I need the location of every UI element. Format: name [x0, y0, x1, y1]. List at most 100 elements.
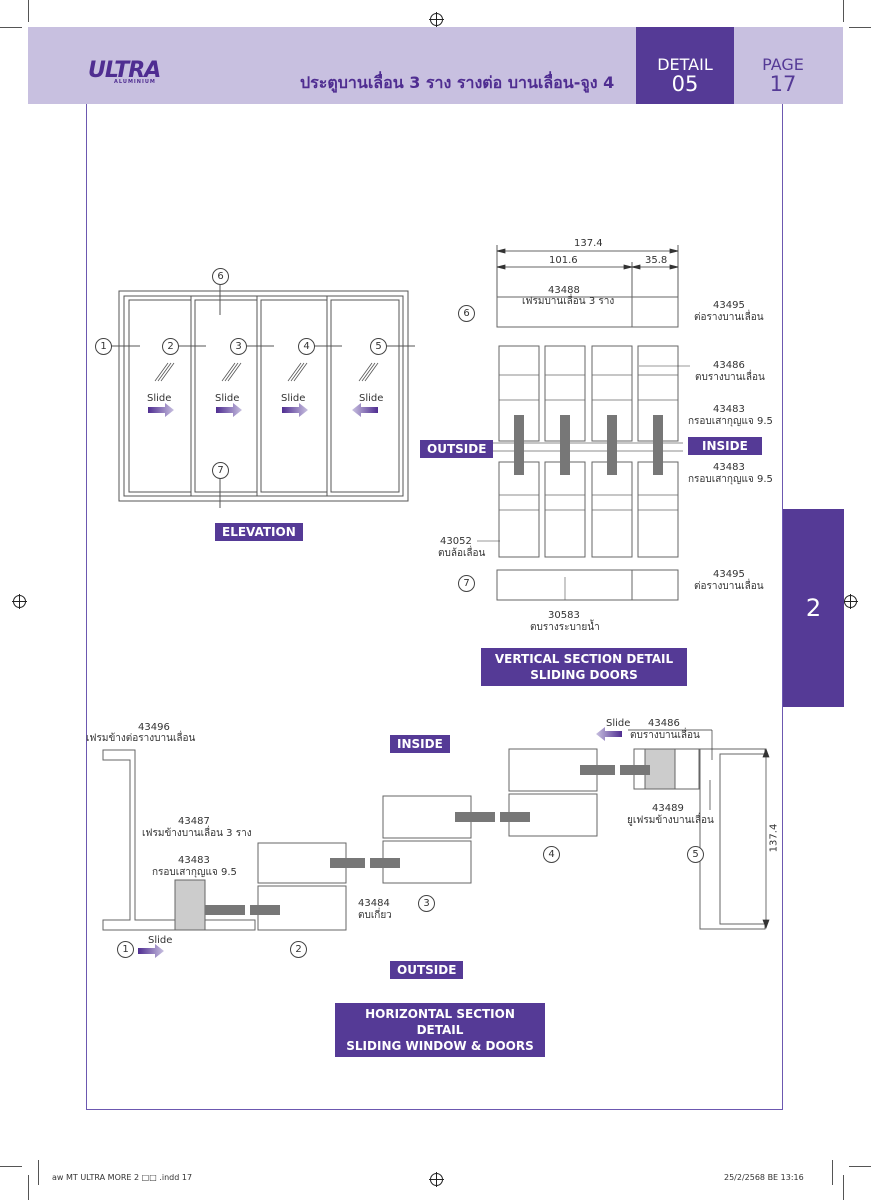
glass-pane — [607, 415, 617, 475]
part-name: ตบล้อเลื่อน — [438, 548, 486, 559]
slide-left-arrow-icon — [352, 403, 378, 417]
slide-label: Slide — [215, 393, 240, 404]
detail-label: DETAIL — [657, 55, 713, 74]
marker-3: 3 — [418, 895, 435, 912]
glass-pane — [653, 415, 663, 475]
top-frame-profile — [496, 296, 633, 328]
crop-mark — [0, 27, 22, 28]
marker-1: 1 — [117, 941, 134, 958]
part-name: กรอบเสากุญแจ 9.5 — [152, 867, 237, 878]
registration-mark-icon — [12, 594, 27, 609]
part-name: กรอบเสากุญแจ 9.5 — [688, 416, 773, 427]
crop-mark — [832, 1160, 833, 1185]
glass-pane — [620, 765, 650, 775]
glass-pane — [500, 812, 530, 822]
marker-7: 7 — [212, 462, 229, 479]
part-code: 43483 — [713, 462, 745, 473]
content-frame — [86, 104, 783, 1110]
part-code: 43487 — [178, 816, 210, 827]
crop-mark — [843, 0, 844, 22]
sash-2-bottom — [544, 461, 586, 558]
brand-logo: ULTRA ALUMINIUM — [88, 58, 161, 85]
bottom-extension-profile — [631, 569, 679, 601]
part-code: 43495 — [713, 569, 745, 580]
glass-hatch-icon — [154, 362, 169, 382]
part-code: 43486 — [713, 360, 745, 371]
marker-5: 5 — [687, 846, 704, 863]
marker-6: 6 — [212, 268, 229, 285]
crop-mark — [38, 1160, 39, 1185]
crop-mark — [849, 1166, 871, 1167]
outer-frame — [118, 290, 409, 502]
part-code: 43489 — [652, 803, 684, 814]
glass-pane — [330, 858, 365, 868]
part-name: เฟรมข้างบานเลื่อน 3 ราง — [142, 828, 252, 839]
glass-pane — [514, 415, 524, 475]
sash-4-bottom — [637, 461, 679, 558]
sash-3-bottom — [591, 461, 633, 558]
marker-1: 1 — [95, 338, 112, 355]
marker-4: 4 — [298, 338, 315, 355]
part-code: 43484 — [358, 898, 390, 909]
page-badge: PAGE 17 — [734, 27, 832, 104]
part-name: ยูเฟรมข้างบานเลื่อน — [627, 815, 714, 826]
part-name: เฟรมบานเลื่อน 3 ราง — [522, 296, 615, 307]
logo-subtext: ALUMINIUM — [114, 79, 156, 85]
inner-frame — [123, 295, 404, 497]
slide-right-arrow-icon — [216, 403, 242, 417]
crop-mark — [28, 1175, 29, 1200]
glass-pane — [560, 415, 570, 475]
part-code: 43496 — [138, 722, 170, 733]
bottom-frame-profile — [496, 569, 633, 601]
registration-mark-icon — [429, 12, 444, 27]
part-name: ตบรางระบายน้ำ — [530, 622, 600, 633]
marker-5: 5 — [370, 338, 387, 355]
part-code: 43495 — [713, 300, 745, 311]
page-title: ประตูบานเลื่อน 3 ราง รางต่อ บานเลื่อน-จู… — [300, 73, 615, 92]
part-code: 43483 — [178, 855, 210, 866]
part-name: ตบเกี่ยว — [358, 910, 392, 921]
sash-1-bottom — [498, 461, 540, 558]
crop-mark — [28, 0, 29, 22]
inside-label: INSIDE — [390, 735, 450, 753]
page-number: 17 — [769, 72, 797, 96]
part-code: 43052 — [440, 536, 472, 547]
footer-timestamp: 25/2/2568 BE 13:16 — [724, 1173, 804, 1182]
slide-label: Slide — [147, 393, 172, 404]
registration-mark-icon — [843, 594, 858, 609]
caption-line: SLIDING DOORS — [530, 668, 638, 682]
logo-text: ULTRA — [88, 58, 161, 83]
slide-label: Slide — [606, 718, 631, 729]
marker-2: 2 — [162, 338, 179, 355]
marker-3: 3 — [230, 338, 247, 355]
glass-pane — [250, 905, 280, 915]
part-name: เฟรมข้างต่อรางบานเลื่อน — [86, 733, 196, 744]
footer-filename: aw MT ULTRA MORE 2 □□ .indd 17 — [52, 1173, 193, 1182]
slide-label: Slide — [281, 393, 306, 404]
vertical-section-caption: VERTICAL SECTION DETAIL SLIDING DOORS — [481, 648, 687, 686]
chapter-tab: 2 — [783, 509, 844, 707]
marker-6: 6 — [458, 305, 475, 322]
part-code: 43486 — [648, 718, 680, 729]
side-frame-left — [102, 749, 256, 931]
dim-right: 35.8 — [645, 255, 668, 266]
glass-pane — [455, 812, 495, 822]
part-code: 30583 — [548, 610, 580, 621]
glass-pane — [205, 905, 245, 915]
outside-label: OUTSIDE — [390, 961, 464, 979]
part-code: 43483 — [713, 404, 745, 415]
crop-mark — [843, 1175, 844, 1200]
crop-mark — [0, 1166, 22, 1167]
side-frame-right — [699, 748, 766, 930]
part-name: ตบรางบานเลื่อน — [630, 730, 700, 741]
dim-total: 137.4 — [574, 238, 603, 249]
part-name: ต่อรางบานเลื่อน — [694, 312, 764, 323]
detail-number: 05 — [671, 72, 699, 96]
crop-mark — [849, 27, 871, 28]
page-label: PAGE — [762, 55, 804, 74]
registration-mark-icon — [429, 1172, 444, 1187]
marker-2: 2 — [290, 941, 307, 958]
elevation-caption: ELEVATION — [215, 523, 303, 541]
